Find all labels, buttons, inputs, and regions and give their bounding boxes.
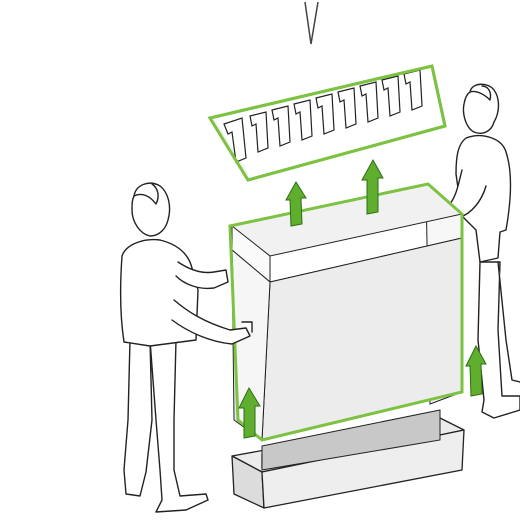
top-packing-insert [207,64,447,182]
left-person [119,182,253,513]
screen-base [261,409,441,471]
right-person [431,83,520,419]
v-mark-icon [304,1,319,45]
outer-box [228,182,464,442]
up-arrow-icon [238,158,487,439]
